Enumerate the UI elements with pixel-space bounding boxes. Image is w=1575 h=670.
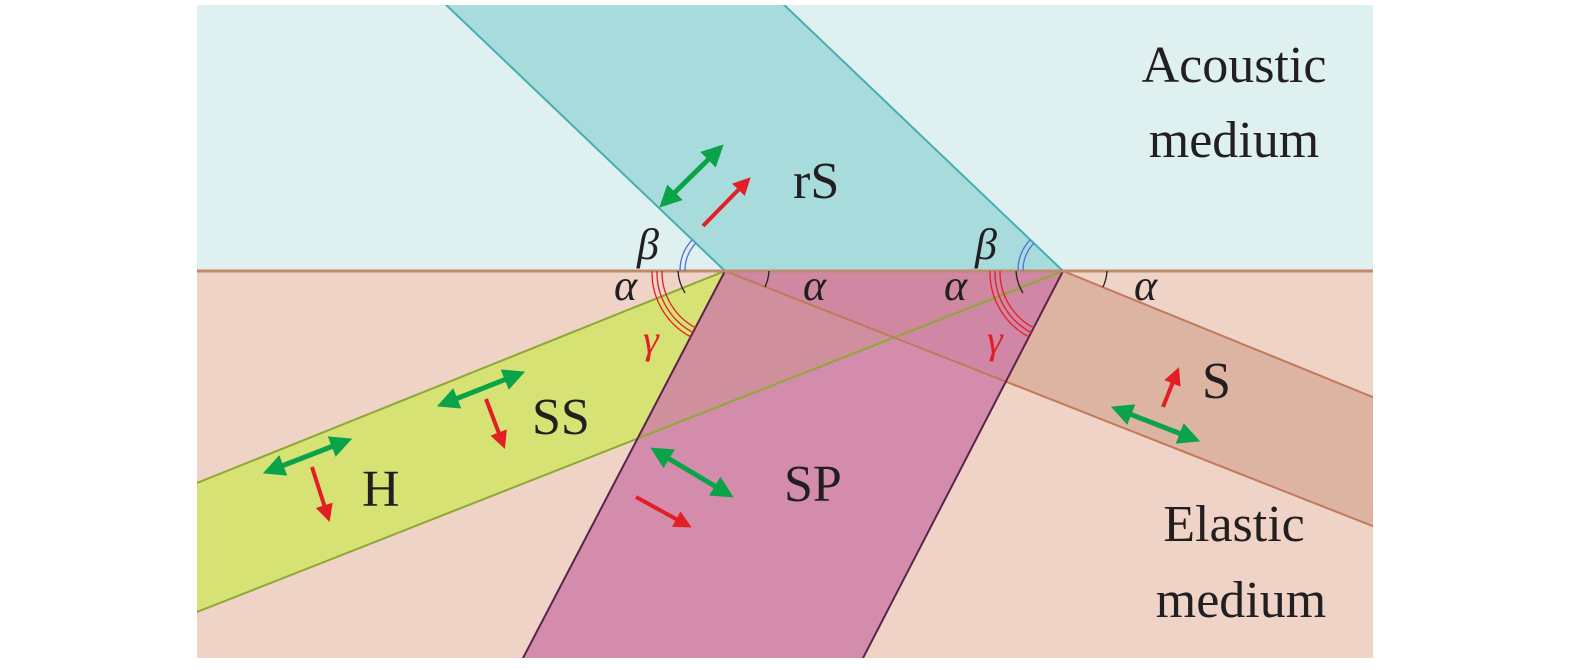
h-propagation-arrow: [310, 466, 333, 523]
alpha-label-1: α: [614, 261, 638, 310]
ss-propagation-arrow: [484, 398, 507, 449]
alpha-label-4: α: [1134, 261, 1158, 310]
alpha-arc-right: [1015, 270, 1024, 294]
elastic-medium-label-line1: Elastic: [1163, 496, 1305, 553]
angle-arcs-left: [651, 239, 770, 338]
s-beam-edge-top: [1062, 271, 1373, 399]
sp-arrows: [635, 447, 734, 528]
alpha-arc-left-right: [764, 270, 770, 288]
gamma-label-left: γ: [643, 317, 660, 362]
beta-arc-left: [684, 242, 697, 272]
s-beam-label: S: [1202, 353, 1231, 410]
alpha-arc-right-right: [1102, 270, 1108, 288]
rs-beam-edge-right: [782, 5, 1064, 271]
s-polarization-arrow: [1110, 404, 1201, 444]
beta-arc-right-2: [1017, 239, 1031, 272]
s-beam-edge-bottom: [724, 271, 1373, 528]
h-beam-label: H: [362, 461, 400, 518]
alpha-label-2: α: [803, 261, 827, 310]
alpha-label-3: α: [944, 261, 968, 310]
beta-label-left: β: [636, 220, 659, 269]
beta-arc-right: [1022, 242, 1035, 272]
gamma-arc-right-2: [994, 270, 1033, 334]
rs-polarization-arrow: [659, 144, 724, 208]
sp-beam-edge-right: [861, 271, 1064, 658]
s-propagation-arrow: [1161, 367, 1181, 408]
rs-beam: [446, 5, 1063, 271]
rs-beam-label: rS: [793, 153, 839, 210]
ss-arrows: [436, 369, 526, 449]
sp-beam-edge-left: [521, 271, 726, 658]
s-arrows: [1110, 367, 1201, 444]
gamma-arc-right-3: [999, 270, 1035, 329]
rs-arrows: [659, 144, 751, 228]
gamma-arc-left-1: [651, 270, 692, 338]
ss-polarization-arrow: [436, 369, 526, 409]
gamma-arc-left-3: [661, 270, 697, 329]
gamma-label-right: γ: [987, 317, 1004, 362]
gamma-arc-left-2: [656, 270, 695, 334]
alpha-arc-left: [677, 270, 686, 294]
rs-propagation-arrow: [701, 177, 751, 228]
ss-beam-edge-bottom: [197, 271, 1064, 613]
h-arrows: [262, 436, 353, 523]
sp-beam: [523, 271, 1063, 658]
beta-arc-left-2: [679, 239, 693, 272]
acoustic-medium-label-line1: Acoustic: [1142, 37, 1327, 94]
sp-beam-label: SP: [784, 456, 842, 513]
angle-arcs-right: [989, 239, 1108, 338]
rs-beam-edge-left: [444, 5, 726, 271]
gamma-arc-right-1: [989, 270, 1030, 338]
beta-label-right: β: [974, 220, 997, 269]
sp-propagation-arrow: [635, 495, 692, 528]
acoustic-medium-label-line2: medium: [1149, 112, 1319, 169]
h-polarization-arrow: [262, 436, 353, 476]
sp-polarization-arrow: [650, 447, 734, 498]
ss-beam-label: SS: [532, 389, 590, 446]
elastic-medium-label-line2: medium: [1156, 572, 1326, 629]
